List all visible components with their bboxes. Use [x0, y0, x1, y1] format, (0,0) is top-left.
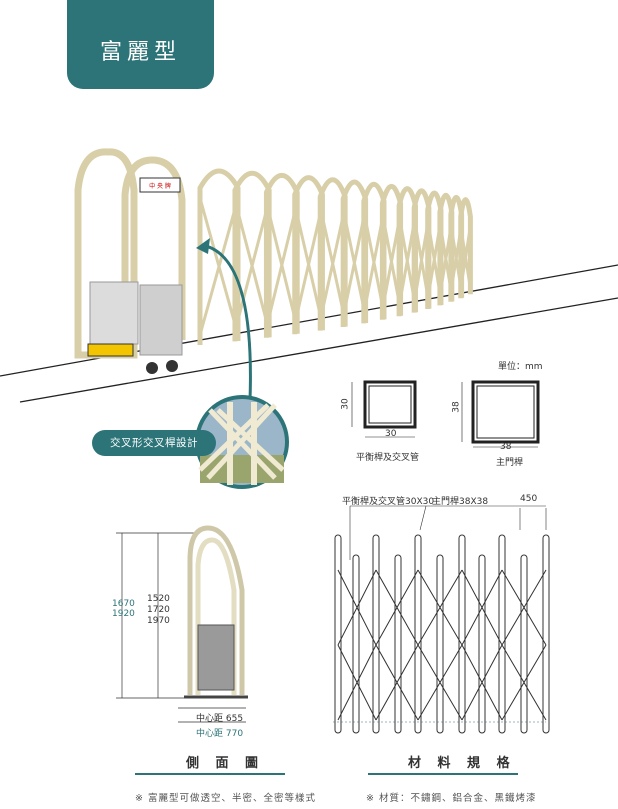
note-styles: ※ 富麗型可做透空、半密、全密等樣式	[135, 793, 316, 804]
side-dim-outer-1: 1670	[112, 599, 135, 609]
note-materials: ※ 材質：不鏽鋼、鋁合金、黑鐵烤漆	[366, 793, 537, 804]
ground-line-bottom	[19, 297, 618, 403]
side-dim-inner-3: 1970	[147, 616, 170, 626]
spec-post	[394, 554, 402, 734]
tube-large-drawing	[461, 380, 540, 448]
spec-post	[498, 534, 506, 734]
spec-post	[334, 534, 342, 734]
gate-cross	[459, 226, 472, 289]
spec-elevation	[334, 505, 550, 734]
spec-label-main: 主門桿38X38	[432, 497, 489, 507]
side-dim-inner-2: 1720	[147, 605, 170, 615]
side-dim-inner-1: 1520	[147, 594, 170, 604]
gate-cross	[362, 210, 386, 314]
gate-cross	[412, 217, 431, 303]
spec-cross-bar	[337, 569, 377, 721]
spec-label-balance: 平衡桿及交叉管30X30	[342, 497, 435, 507]
tube-small-caption: 平衡桿及交叉管	[356, 453, 420, 463]
callout-curve	[201, 243, 252, 401]
spec-post	[352, 554, 360, 734]
tube-large-bottom-dim: 38	[500, 442, 512, 452]
gate-cross	[318, 206, 347, 321]
spec-post	[414, 534, 422, 734]
side-view-gate	[184, 525, 248, 699]
spec-cross-bar	[417, 569, 463, 721]
callout-arrow	[196, 238, 210, 254]
spec-rule	[368, 773, 518, 775]
spec-post	[478, 554, 486, 734]
tube-small-drawing	[351, 380, 417, 438]
zoom-circle	[195, 395, 289, 489]
gate-illustration: 中 央 牌	[74, 148, 473, 374]
spec-post	[436, 554, 444, 734]
gate-cross	[198, 197, 240, 336]
gate-cross	[426, 219, 443, 300]
gate-cross	[341, 208, 368, 318]
spec-cross-bar	[501, 569, 547, 721]
gate-sign-text: 中 央 牌	[149, 182, 171, 190]
gate-cross	[438, 221, 454, 296]
title-tab: 富麗型	[67, 0, 214, 89]
side-view-rule	[135, 773, 285, 775]
gate-cross	[397, 215, 417, 307]
page-title: 富麗型	[99, 39, 181, 65]
gate-cross	[380, 213, 403, 311]
gate-cross	[264, 202, 299, 329]
spec-label-width: 450	[520, 494, 538, 504]
spec-post	[520, 554, 528, 734]
spec-post	[542, 534, 550, 734]
gate-cross	[293, 204, 324, 325]
center-distance-770: 中心距 770	[196, 729, 244, 739]
tube-large-side-dim: 38	[451, 401, 462, 413]
callout-label: 交叉形交叉桿設計	[92, 430, 216, 456]
gate-arch	[458, 197, 473, 299]
gate-cross	[449, 224, 464, 293]
gate-cross	[233, 199, 271, 332]
spec-cross-bar	[461, 569, 503, 721]
tube-small-side-dim: 30	[340, 398, 351, 410]
center-distance-655: 中心距 655	[196, 714, 244, 724]
tube-large-caption: 主門桿	[496, 458, 524, 468]
unit-label: 單位：mm	[498, 362, 543, 372]
tube-small-bottom-dim: 30	[385, 429, 397, 439]
spec-post	[372, 534, 380, 734]
spec-cross-bar	[375, 569, 419, 721]
spec-title: 材 料 規 格	[408, 756, 516, 771]
side-view-dimensions	[116, 532, 246, 723]
side-dim-outer-2: 1920	[112, 609, 135, 619]
side-view-title: 側 面 圖	[186, 756, 265, 771]
spec-post	[458, 534, 466, 734]
